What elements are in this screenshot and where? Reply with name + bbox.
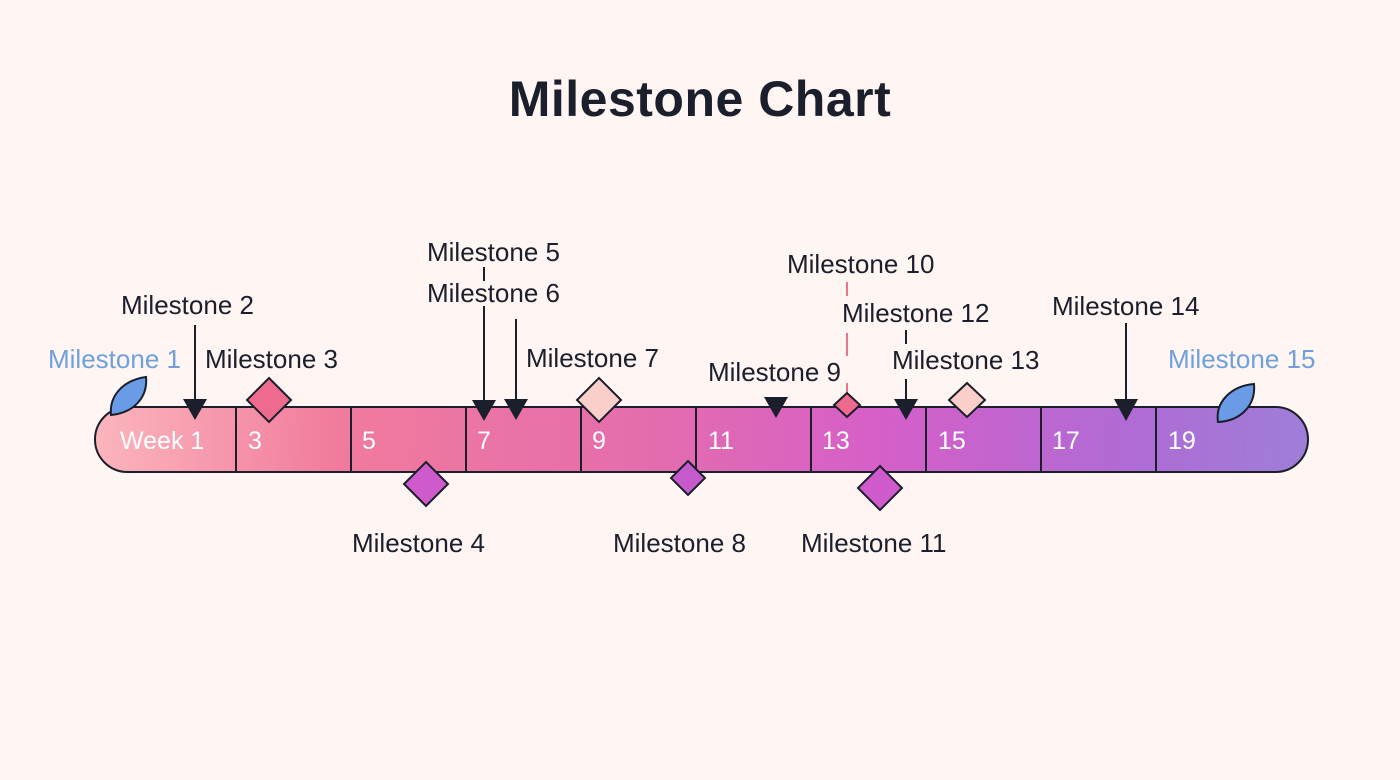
diamond-icon — [669, 459, 707, 497]
diamond-icon — [947, 381, 987, 419]
milestone-label: Milestone 10 — [787, 249, 934, 279]
diamond-icon — [402, 460, 450, 508]
segment-label: 5 — [362, 427, 376, 455]
milestone-label: Milestone 8 — [613, 528, 746, 558]
timeline-bar — [94, 406, 1309, 473]
milestone-label: Milestone 13 — [892, 345, 1039, 375]
leaf-icon — [1216, 382, 1256, 424]
milestone-label: Milestone 14 — [1052, 291, 1199, 321]
segment-label: 13 — [822, 427, 850, 455]
milestone-label: Milestone 12 — [842, 298, 989, 328]
page-title: Milestone Chart — [508, 71, 892, 127]
diamond-icon — [575, 376, 623, 424]
arrow-down-icon — [504, 399, 528, 420]
milestone-label: Milestone 5 — [427, 237, 560, 267]
segment-label: 9 — [592, 427, 606, 455]
milestone-label: Milestone 2 — [121, 290, 254, 320]
milestone-label: Milestone 3 — [205, 344, 338, 374]
segment-label: 15 — [938, 427, 966, 455]
milestone-label: Milestone 7 — [526, 343, 659, 373]
milestone-label: Milestone 15 — [1168, 344, 1315, 374]
arrow-down-icon — [472, 400, 496, 421]
diamond-icon — [245, 376, 293, 424]
diamond-icon — [856, 464, 904, 512]
milestone-label: Milestone 6 — [427, 278, 560, 308]
milestone-label: Milestone 9 — [708, 357, 841, 387]
segment-label: 17 — [1052, 427, 1080, 455]
arrow-down-icon — [1114, 399, 1138, 421]
arrow-down-icon — [183, 399, 207, 420]
segment-label: 7 — [477, 427, 491, 455]
segment-dividers — [235, 407, 1157, 472]
diamond-icon — [832, 391, 862, 419]
arrow-down-icon — [894, 399, 918, 420]
milestone-label: Milestone 11 — [801, 528, 947, 558]
segment-label: 19 — [1168, 427, 1196, 455]
segment-label: 3 — [248, 427, 262, 455]
segment-label: 11 — [708, 427, 734, 455]
milestone-label: Milestone 1 — [48, 344, 181, 374]
segment-label: Week 1 — [120, 427, 204, 455]
arrow-down-icon — [764, 397, 788, 418]
leaf-icon — [109, 375, 148, 417]
milestone-label: Milestone 4 — [352, 528, 485, 558]
